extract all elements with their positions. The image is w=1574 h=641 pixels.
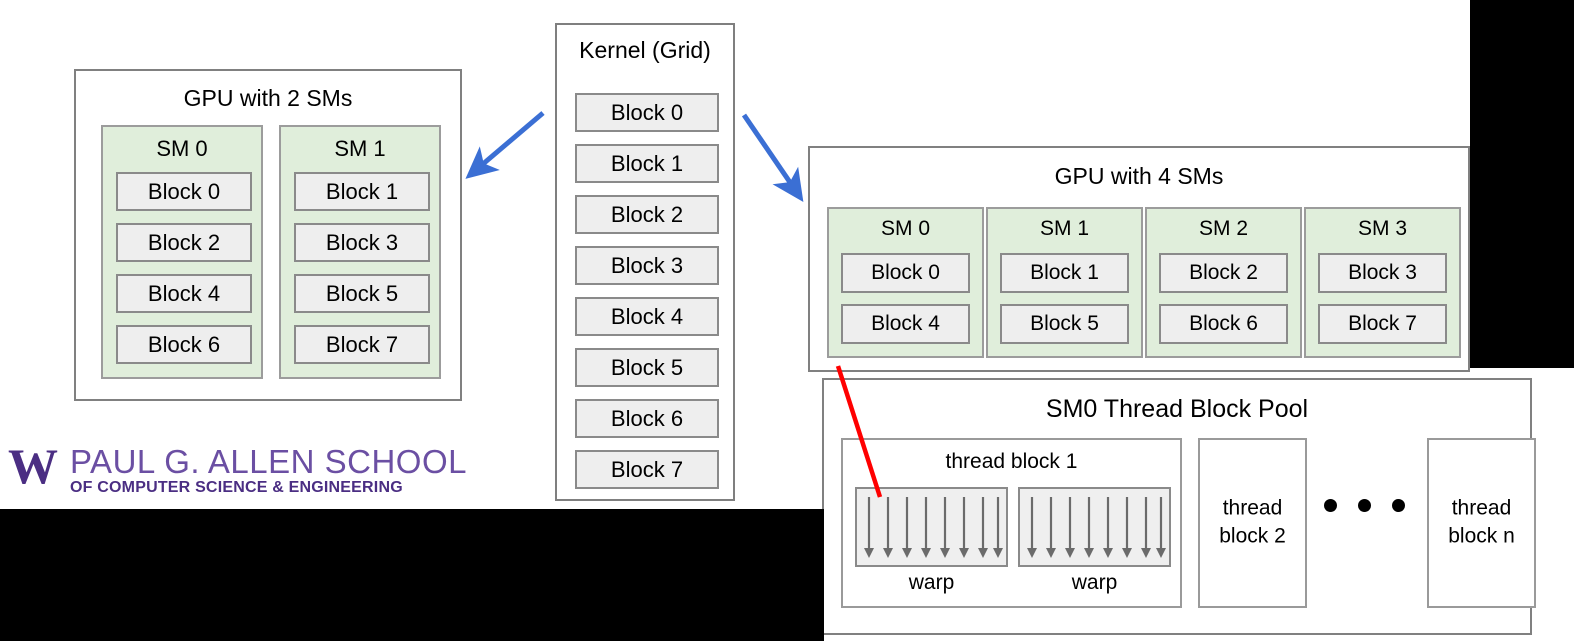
gpu4-sm-1-block-0: Block 1 bbox=[1000, 253, 1129, 293]
gpu2-title: GPU with 2 SMs bbox=[183, 85, 353, 111]
kernel-grid-container: Kernel (Grid) Block 0 Block 1 Block 2 Bl… bbox=[555, 23, 735, 501]
kernel-block-4: Block 4 bbox=[575, 297, 719, 336]
gpu4-sm-2: SM 2 Block 2 Block 6 bbox=[1145, 207, 1302, 358]
warp-2-label: warp bbox=[1071, 571, 1118, 594]
gpu2-sm-1-block-2: Block 5 bbox=[294, 274, 430, 313]
thread-block-n: thread block n bbox=[1427, 438, 1536, 608]
gpu4-sm-2-label: SM 2 bbox=[1198, 217, 1248, 240]
arrow-kernel-to-gpu4 bbox=[741, 113, 804, 202]
gpu4-sm-3: SM 3 Block 3 Block 7 bbox=[1304, 207, 1461, 358]
kernel-block-6: Block 6 bbox=[575, 399, 719, 438]
thread-block-pool-title: SM0 Thread Block Pool bbox=[1045, 395, 1309, 423]
thread-block-1: thread block 1 bbox=[841, 438, 1182, 608]
thread-block-2-line1: thread bbox=[1222, 496, 1283, 520]
uw-allen-school-logo: W PAUL G. ALLEN SCHOOL OF COMPUTER SCIEN… bbox=[8, 440, 468, 502]
mask-bar-top-right bbox=[1470, 0, 1574, 368]
gpu2-sm-0-block-2: Block 4 bbox=[116, 274, 252, 313]
thread-block-2: thread block 2 bbox=[1198, 438, 1307, 608]
gpu4-sm-0-label: SM 0 bbox=[880, 217, 930, 240]
gpu4-sm-3-block-0: Block 3 bbox=[1318, 253, 1447, 293]
gpu4-sm-0: SM 0 Block 0 Block 4 bbox=[827, 207, 984, 358]
kernel-block-7: Block 7 bbox=[575, 450, 719, 489]
gpu2-sm-0-label: SM 0 bbox=[156, 136, 208, 161]
gpu2-sm-0-block-3: Block 6 bbox=[116, 325, 252, 364]
kernel-block-5: Block 5 bbox=[575, 348, 719, 387]
gpu4-container: GPU with 4 SMs SM 0 Block 0 Block 4 SM 1… bbox=[808, 146, 1470, 372]
gpu4-sm-2-block-1: Block 6 bbox=[1159, 304, 1288, 344]
gpu2-sm-0-block-1: Block 2 bbox=[116, 223, 252, 262]
warp-box-1 bbox=[855, 487, 1008, 567]
ellipsis-icon bbox=[1324, 498, 1405, 512]
thread-block-n-line2: block n bbox=[1448, 525, 1515, 548]
thread-block-n-line1: thread bbox=[1451, 496, 1512, 520]
kernel-block-0: Block 0 bbox=[575, 93, 719, 132]
gpu2-sm-1-block-3: Block 7 bbox=[294, 325, 430, 364]
kernel-block-3: Block 3 bbox=[575, 246, 719, 285]
gpu2-sm-1-block-0: Block 1 bbox=[294, 172, 430, 211]
thread-block-n-label: thread block n bbox=[1429, 495, 1534, 552]
warp-box-2 bbox=[1018, 487, 1171, 567]
gpu2-sm-1: SM 1 Block 1 Block 3 Block 5 Block 7 bbox=[279, 125, 441, 379]
gpu4-title: GPU with 4 SMs bbox=[1054, 163, 1224, 189]
logo-line-2: OF COMPUTER SCIENCE & ENGINEERING bbox=[70, 479, 403, 496]
ellipsis-dot-1 bbox=[1324, 498, 1337, 512]
thread-block-2-label: thread block 2 bbox=[1200, 495, 1305, 552]
gpu4-sm-3-label: SM 3 bbox=[1357, 217, 1407, 240]
warp-1-thread-arrows bbox=[864, 497, 1003, 558]
gpu2-sm-0: SM 0 Block 0 Block 2 Block 4 Block 6 bbox=[101, 125, 263, 379]
ellipsis-dot-2 bbox=[1358, 498, 1371, 512]
thread-block-pool-container: SM0 Thread Block Pool thread block 1 bbox=[822, 378, 1536, 635]
ellipsis-dot-3 bbox=[1392, 498, 1405, 512]
gpu4-sm-3-block-1: Block 7 bbox=[1318, 304, 1447, 344]
gpu4-sm-1: SM 1 Block 1 Block 5 bbox=[986, 207, 1143, 358]
uw-w-mark: W bbox=[8, 438, 58, 494]
gpu4-sm-1-label: SM 1 bbox=[1039, 217, 1089, 240]
mask-bar-bottom-left bbox=[0, 509, 824, 641]
gpu4-sm-2-block-0: Block 2 bbox=[1159, 253, 1288, 293]
warp-1-label: warp bbox=[908, 571, 955, 594]
gpu2-sm-1-label: SM 1 bbox=[334, 136, 386, 161]
gpu4-sm-1-block-1: Block 5 bbox=[1000, 304, 1129, 344]
gpu4-sm-0-block-1: Block 4 bbox=[841, 304, 970, 344]
gpu4-sm-0-block-0: Block 0 bbox=[841, 253, 970, 293]
thread-block-1-title: thread block 1 bbox=[945, 450, 1078, 473]
logo-line-1: PAUL G. ALLEN SCHOOL bbox=[70, 443, 467, 480]
gpu2-container: GPU with 2 SMs SM 0 Block 0 Block 2 Bloc… bbox=[74, 69, 462, 401]
thread-block-2-line2: block 2 bbox=[1219, 525, 1286, 548]
gpu2-sm-0-block-0: Block 0 bbox=[116, 172, 252, 211]
warp-2-thread-arrows bbox=[1027, 497, 1166, 558]
arrow-kernel-to-gpu2 bbox=[465, 111, 545, 179]
kernel-grid-title: Kernel (Grid) bbox=[579, 37, 711, 63]
gpu2-sm-1-block-1: Block 3 bbox=[294, 223, 430, 262]
kernel-block-2: Block 2 bbox=[575, 195, 719, 234]
kernel-block-1: Block 1 bbox=[575, 144, 719, 183]
